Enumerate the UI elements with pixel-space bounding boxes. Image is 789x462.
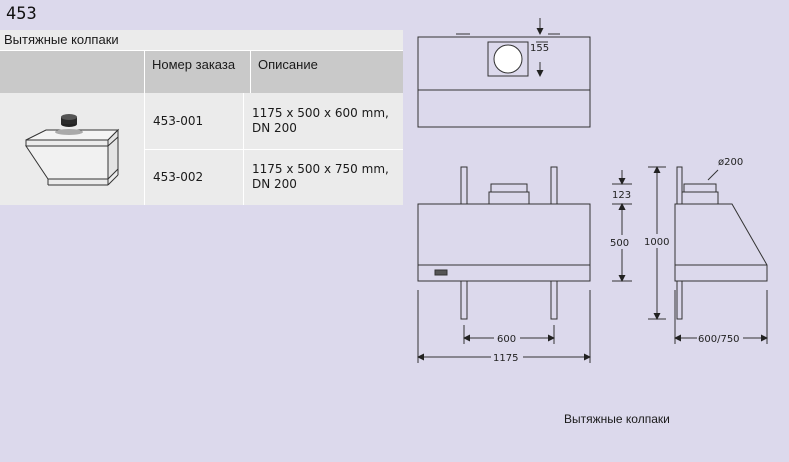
- top-view-dim-label: 155: [530, 43, 549, 54]
- height-label-1000: 1000: [644, 237, 669, 248]
- product-image-cell: [0, 93, 144, 205]
- header-order-number: Номер заказа: [144, 51, 250, 93]
- description: 1175 x 500 x 750 mm, DN 200: [243, 149, 403, 205]
- hood-sketch-icon: [25, 114, 120, 186]
- table-header-row: Номер заказа Описание: [0, 51, 403, 93]
- description-line: 1175 x 500 x 600 mm,: [252, 105, 389, 120]
- front-view: [417, 166, 666, 363]
- height-label-500: 500: [610, 238, 629, 249]
- depth-label: 600/750: [698, 334, 740, 345]
- table-title: Вытяжные колпаки: [0, 30, 403, 51]
- description-line: DN 200: [252, 177, 297, 192]
- width-label-1175: 1175: [493, 353, 518, 364]
- table-body: 453-001 1175 x 500 x 600 mm, DN 200 453-…: [0, 93, 403, 205]
- order-number: 453-002: [144, 149, 243, 205]
- table-row: 453-002 1175 x 500 x 750 mm, DN 200: [144, 148, 403, 205]
- description-line: DN 200: [252, 120, 297, 135]
- side-view: [674, 166, 768, 344]
- description-line: 1175 x 500 x 750 mm,: [252, 162, 389, 177]
- table-row: 453-001 1175 x 500 x 600 mm, DN 200: [144, 93, 403, 149]
- top-view: [417, 18, 591, 128]
- header-description: Описание: [250, 51, 403, 93]
- description: 1175 x 500 x 600 mm, DN 200: [243, 93, 403, 149]
- page-number: 453: [6, 4, 37, 24]
- width-label-600: 600: [497, 334, 516, 345]
- height-label-123: 123: [612, 190, 631, 201]
- product-table: Вытяжные колпаки Номер заказа Описание: [0, 30, 403, 205]
- caption: Вытяжные колпаки: [564, 412, 670, 426]
- duct-diameter-label: ø200: [718, 157, 743, 168]
- order-number: 453-001: [144, 93, 243, 149]
